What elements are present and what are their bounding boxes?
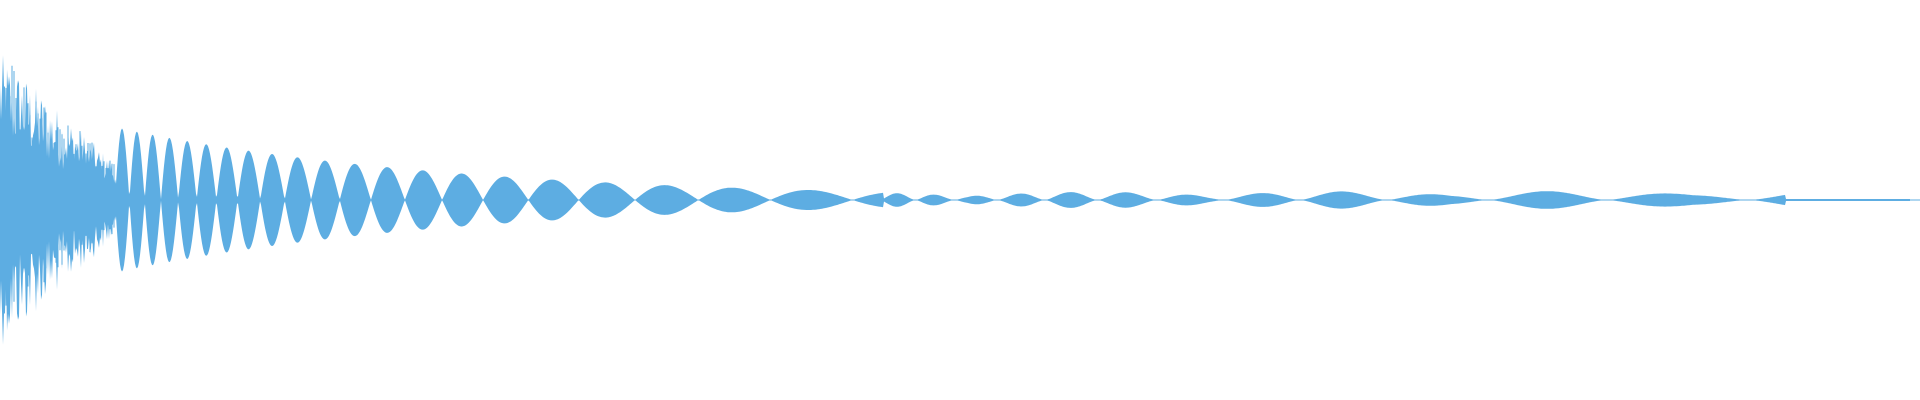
- waveform-envelope: [0, 55, 1910, 345]
- waveform-samples: [0, 55, 1910, 345]
